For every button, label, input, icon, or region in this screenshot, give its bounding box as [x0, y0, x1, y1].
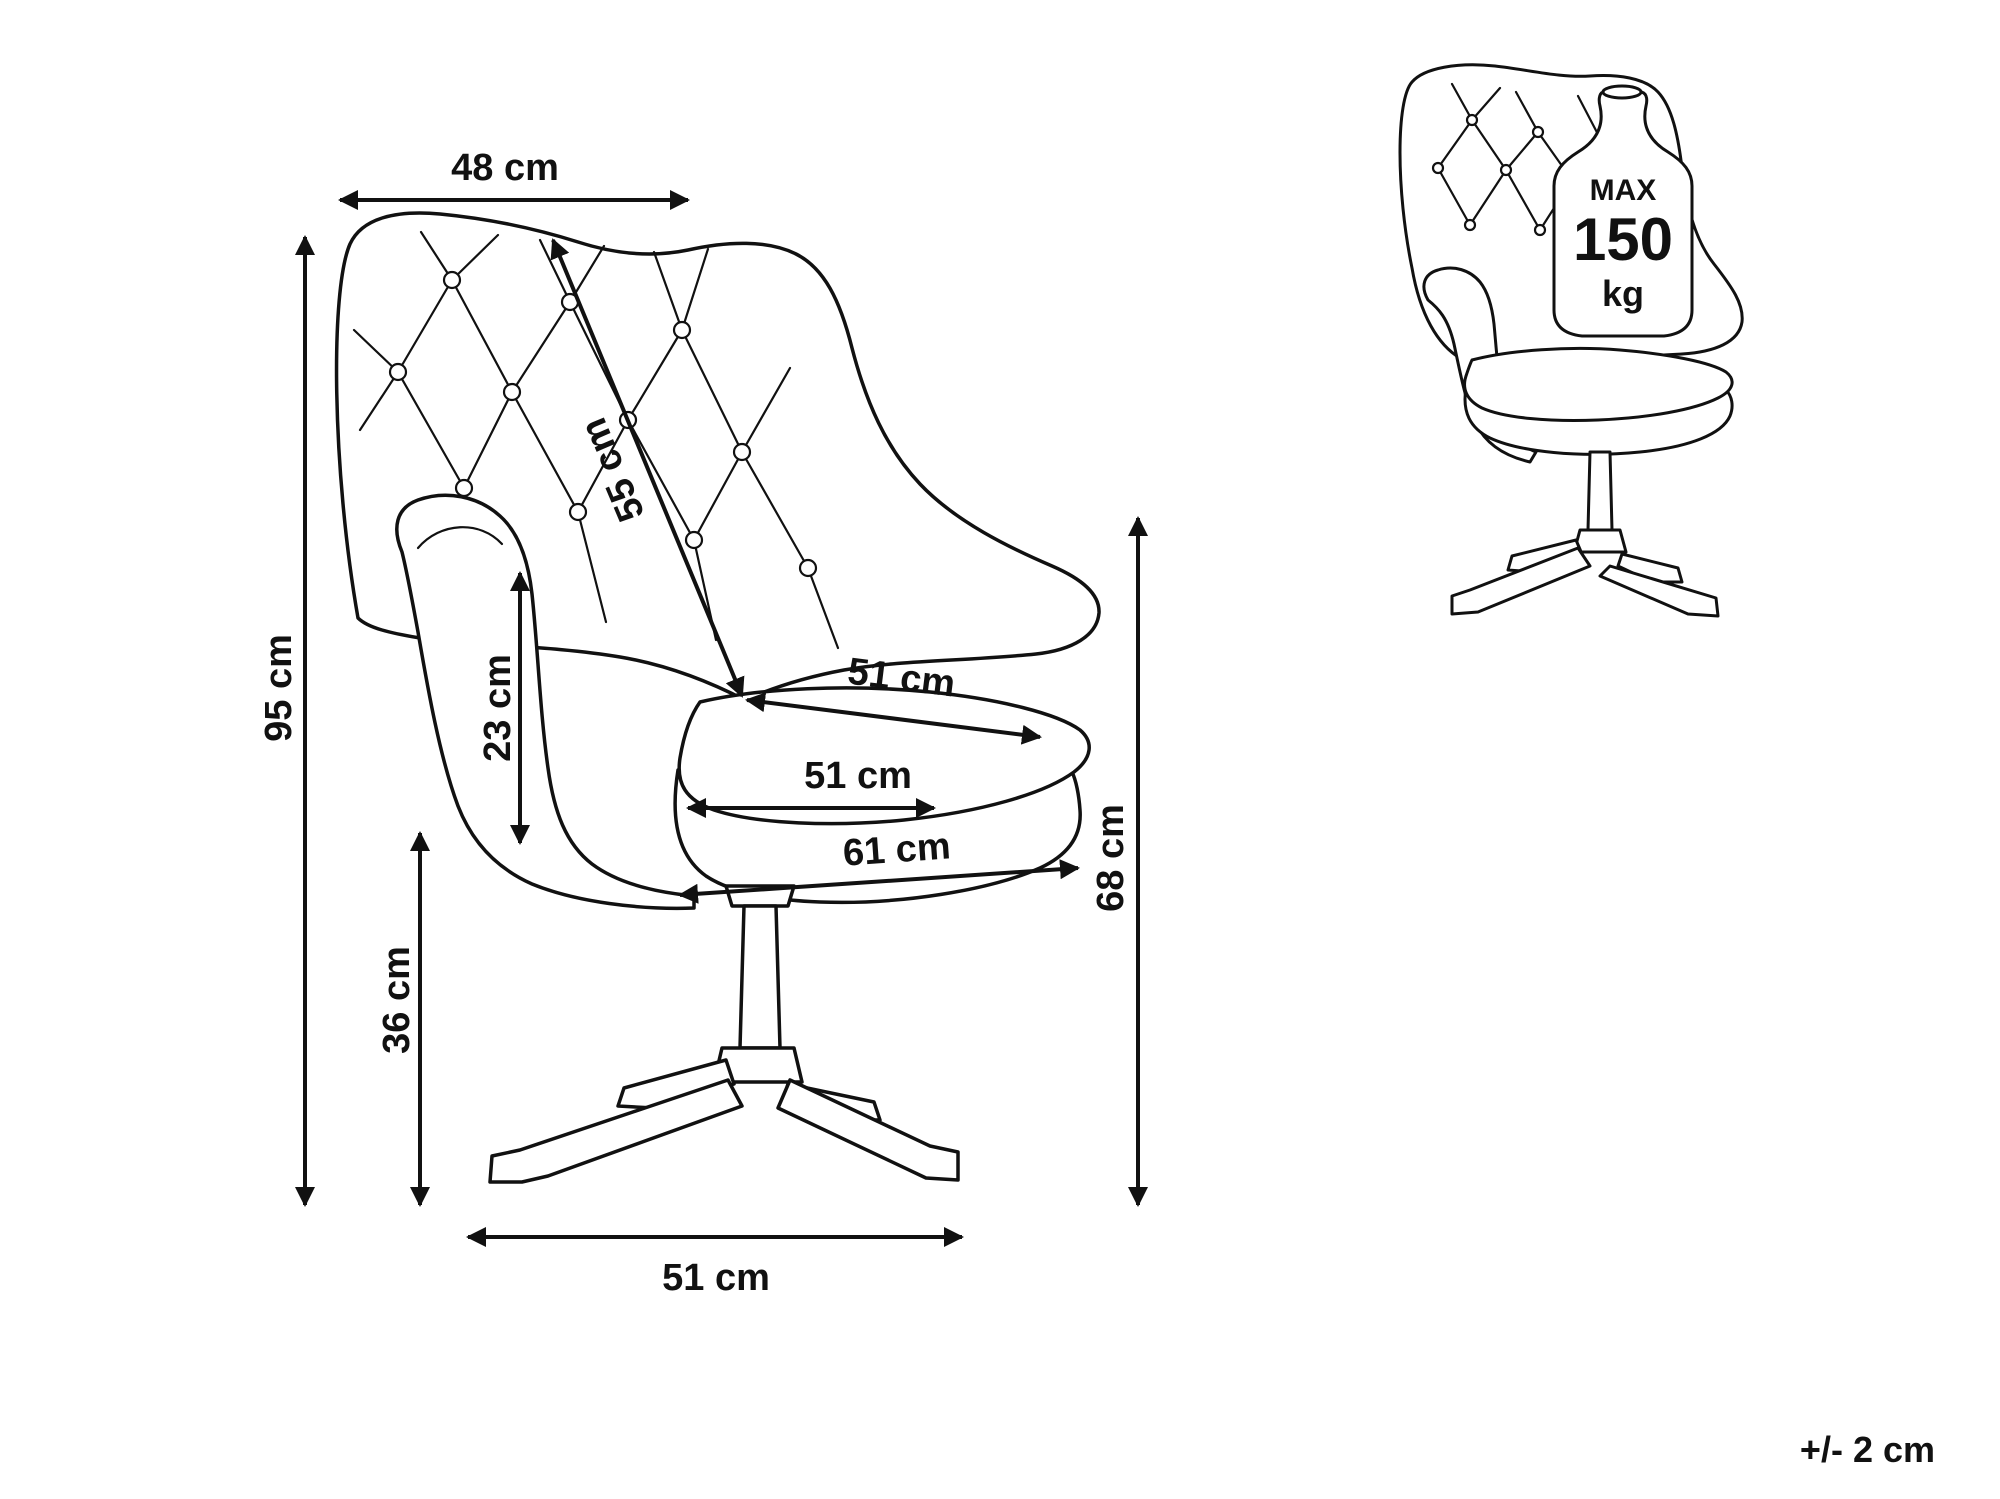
dimension-base-width-label: 51 cm: [662, 1257, 770, 1299]
dimension-arm-height-label: 23 cm: [477, 654, 519, 762]
main-chair-illustration: [334, 211, 1101, 1184]
main-chair-armrest: [395, 493, 696, 911]
dimension-seat-depth-arrow: [745, 692, 1042, 745]
max-load-weight-icon: [1552, 90, 1694, 338]
secondary-chair-illustration: MAX 150 kg: [1398, 63, 1744, 618]
max-load-label: MAX: [1590, 174, 1657, 207]
secondary-chair-base-hub: [1572, 528, 1628, 554]
dimension-total-height-label: 95 cm: [258, 634, 300, 742]
secondary-chair-seat-cushion: [1463, 346, 1734, 422]
dimension-seat-total-width: 61 cm: [678, 825, 1080, 904]
main-chair-base-legs: [488, 1058, 960, 1184]
dimension-seat-total-width-arrow: [678, 859, 1080, 904]
dimension-arm-height: 23 cm: [477, 571, 530, 845]
dimension-backrest-length-arrow: [550, 238, 745, 698]
max-load-badge: MAX 150 kg: [1552, 84, 1694, 338]
main-chair-armrest-inner-line: [416, 526, 504, 550]
dimension-total-height: 95 cm: [258, 235, 315, 1207]
max-load-weight-top: [1601, 84, 1643, 100]
dimension-seat-total-width-label: 61 cm: [842, 825, 952, 874]
dimension-backrest-top-width: 48 cm: [338, 147, 690, 210]
dimension-seat-floor-height-label: 36 cm: [376, 946, 418, 1054]
dimension-armrest-floor-height: 68 cm: [1090, 516, 1148, 1207]
dimension-seat-floor-height: 36 cm: [376, 831, 430, 1207]
dimension-seat-width: 51 cm: [686, 755, 936, 818]
main-chair-column: [738, 904, 782, 1050]
secondary-chair-base-legs: [1450, 538, 1720, 618]
tolerance-note: +/- 2 cm: [1800, 1429, 1935, 1470]
dimension-backrest-top-width-label: 48 cm: [451, 147, 559, 189]
dimension-seat-width-label: 51 cm: [804, 755, 912, 797]
dimension-armrest-floor-height-label: 68 cm: [1090, 804, 1132, 912]
secondary-chair-column: [1586, 450, 1614, 532]
max-load-value: 150: [1573, 206, 1673, 273]
max-load-unit: kg: [1602, 273, 1644, 314]
dimension-base-width: 51 cm: [466, 1227, 964, 1299]
